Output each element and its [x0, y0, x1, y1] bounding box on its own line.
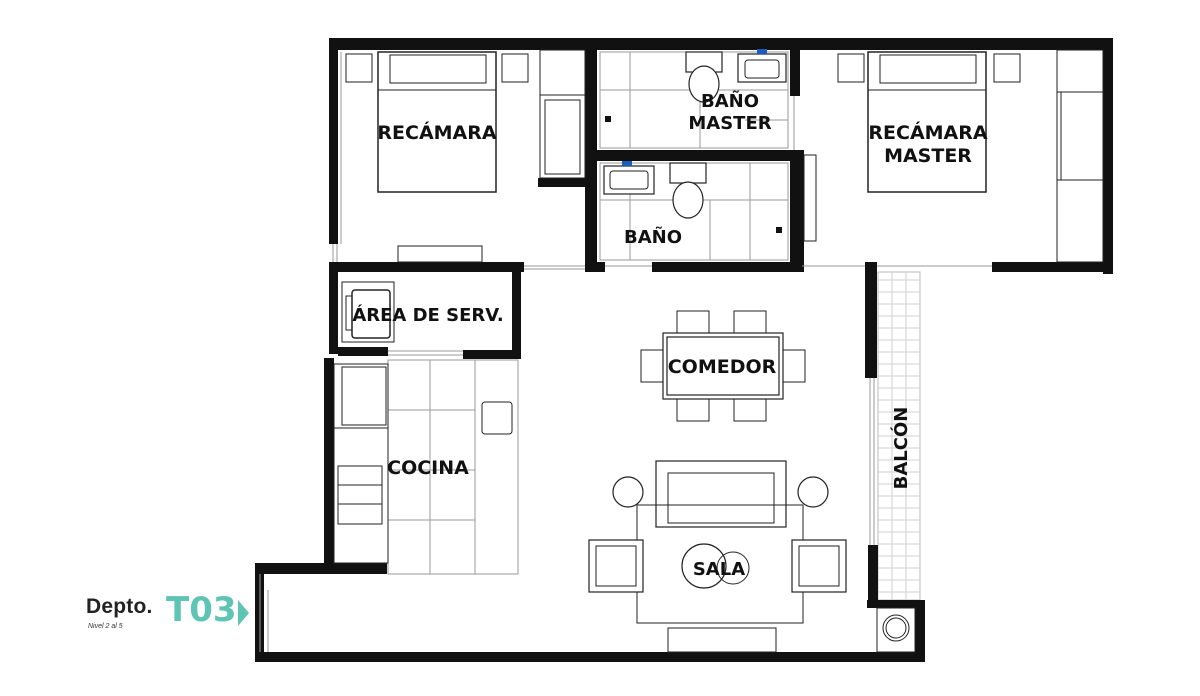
balcony-floor [877, 271, 921, 601]
label-sala: SALA [693, 559, 745, 580]
living-furniture [588, 460, 847, 653]
walls [255, 38, 1113, 662]
master-bath-fixtures [599, 49, 789, 149]
kitchen-fixtures [333, 359, 519, 575]
label-area-serv: ÁREA DE SERV. [352, 304, 503, 326]
balcony-planter [876, 607, 916, 653]
unit-level: Nivel 2 al 5 [88, 623, 123, 630]
dining-table [640, 310, 806, 422]
service-area-fixtures [341, 281, 395, 343]
unit-prefix: Depto. [86, 595, 153, 618]
label-recamara: RECÁMARA [377, 121, 497, 144]
arrow-right-icon [238, 600, 249, 626]
bedroom-furniture [340, 49, 586, 263]
label-bano-master-2: MASTER [688, 113, 771, 134]
label-bano-master-1: BAÑO [701, 89, 759, 112]
master-bedroom-furniture [837, 49, 1104, 263]
label-comedor: COMEDOR [668, 356, 777, 378]
openings [259, 96, 992, 652]
label-bano: BAÑO [624, 225, 682, 248]
bath-fixtures [599, 154, 817, 261]
label-recamara-master-2: MASTER [884, 145, 972, 167]
unit-code: T03 [166, 590, 237, 630]
label-balcon: BALCÓN [890, 407, 912, 490]
label-recamara-master-1: RECÁMARA [868, 121, 988, 144]
unit-identifier: Depto. Nivel 2 al 5 T03 [86, 593, 286, 643]
label-cocina: COCINA [387, 457, 469, 479]
